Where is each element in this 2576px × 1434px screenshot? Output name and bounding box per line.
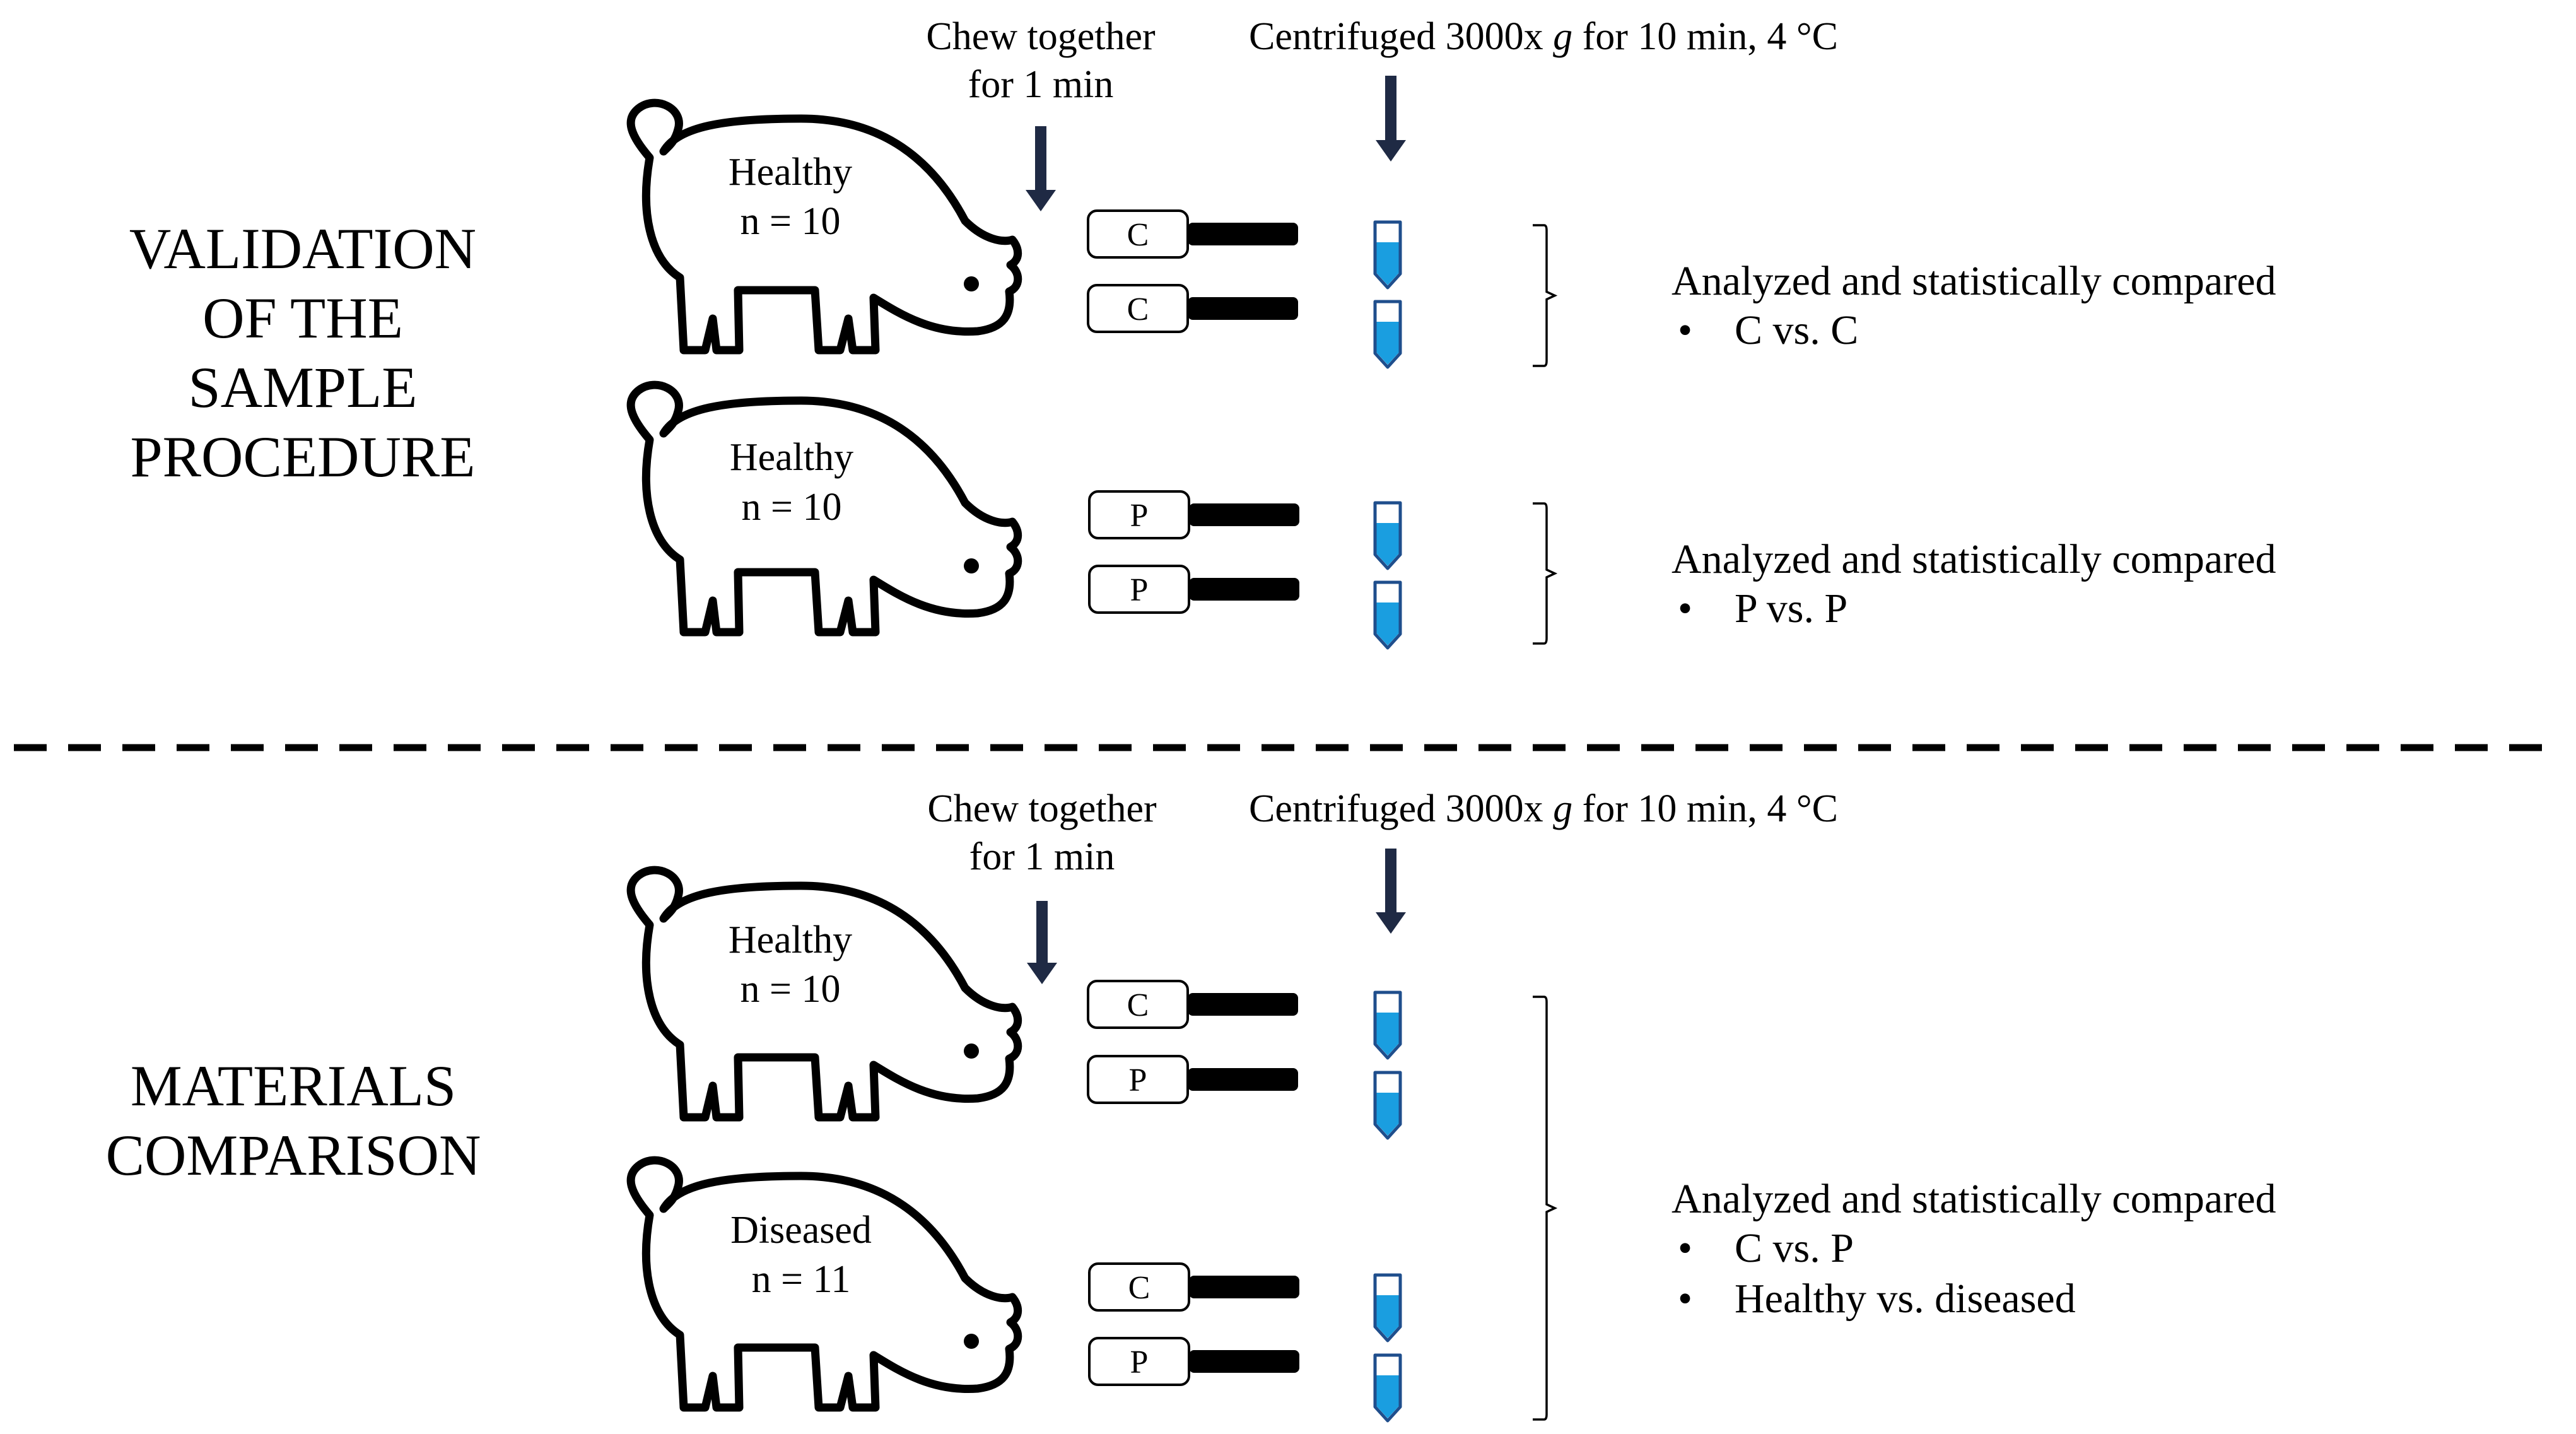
chew-label: for 1 min [968,63,1114,106]
swab-material-label: C [1127,291,1149,327]
pig-count-label: n = 10 [742,486,842,529]
pig-status-label: Healthy [730,436,853,479]
centrifuge-label: Centrifuged 3000x g for 10 min, 4 °C [1249,15,1838,58]
swab-material-label: P [1130,1344,1149,1380]
pig-status-label: Diseased [730,1209,872,1252]
section-title-line: COMPARISON [106,1123,481,1187]
comparison-0-1-bullet-0: P vs. P [1735,585,1847,632]
swab-icon [1087,980,1299,1029]
swab-icon [1087,209,1299,259]
comparison-1-bullet-dot: • [1678,1276,1692,1322]
pig-count-label: n = 11 [752,1258,851,1301]
comparison-1-bullet-0: C vs. P [1735,1225,1854,1271]
comparison-0-1-bullet-dot: • [1678,585,1692,632]
section-title-line: OF THE [202,286,403,350]
tube-icon [1375,302,1400,367]
comparison-0-1-title: Analyzed and statistically compared [1671,536,2276,582]
chew-arrow [1026,126,1056,211]
centrifuge-arrow [1376,849,1406,934]
swab-material-label: C [1127,217,1149,253]
tube-icon [1375,1073,1400,1138]
tube-icon [1375,1275,1400,1341]
chew-label: Chew together [927,787,1157,830]
centrifuge-arrow [1376,76,1406,162]
swab-material-label: C [1127,987,1149,1023]
section-title-line: SAMPLE [189,355,418,420]
swab-material-label: P [1130,498,1149,534]
comparison-1-bullet-dot: • [1678,1225,1692,1271]
swab-icon [1088,1262,1301,1312]
comparison-0-0-bracket [1533,224,1558,367]
comparison-0-0-bullet-0: C vs. C [1735,307,1858,353]
swab-icon [1088,490,1301,539]
pig-status-label: Healthy [729,151,852,194]
comparison-0-1-bracket [1533,502,1558,645]
comparison-0-0-title: Analyzed and statistically compared [1671,258,2276,304]
tube-icon [1375,992,1400,1058]
swab-icon [1087,284,1299,333]
pig-count-label: n = 10 [741,200,841,243]
section-title-line: MATERIALS [131,1054,456,1118]
tube-icon [1375,582,1400,648]
comparison-1-bracket [1533,996,1558,1421]
chew-label: Chew together [926,15,1156,58]
pig-count-label: n = 10 [741,968,841,1011]
swab-icon [1088,565,1301,614]
tube-icon [1375,503,1400,568]
centrifuge-label: Centrifuged 3000x g for 10 min, 4 °C [1249,787,1838,830]
tube-icon [1375,222,1400,288]
swab-material-label: C [1128,1270,1150,1306]
section-title-line: PROCEDURE [131,425,476,489]
comparison-1-title: Analyzed and statistically compared [1671,1176,2276,1222]
pig-status-label: Healthy [729,919,852,961]
section-title-line: VALIDATION [129,216,476,281]
swab-material-label: P [1130,572,1149,608]
chew-arrow [1027,901,1057,984]
comparison-0-0-bullet-dot: • [1678,307,1692,353]
tube-icon [1375,1355,1400,1421]
swab-icon [1088,1337,1301,1386]
swab-material-label: P [1129,1062,1147,1098]
comparison-1-bullet-1: Healthy vs. diseased [1735,1276,2076,1322]
chew-label: for 1 min [969,835,1115,878]
swab-icon [1087,1055,1299,1104]
